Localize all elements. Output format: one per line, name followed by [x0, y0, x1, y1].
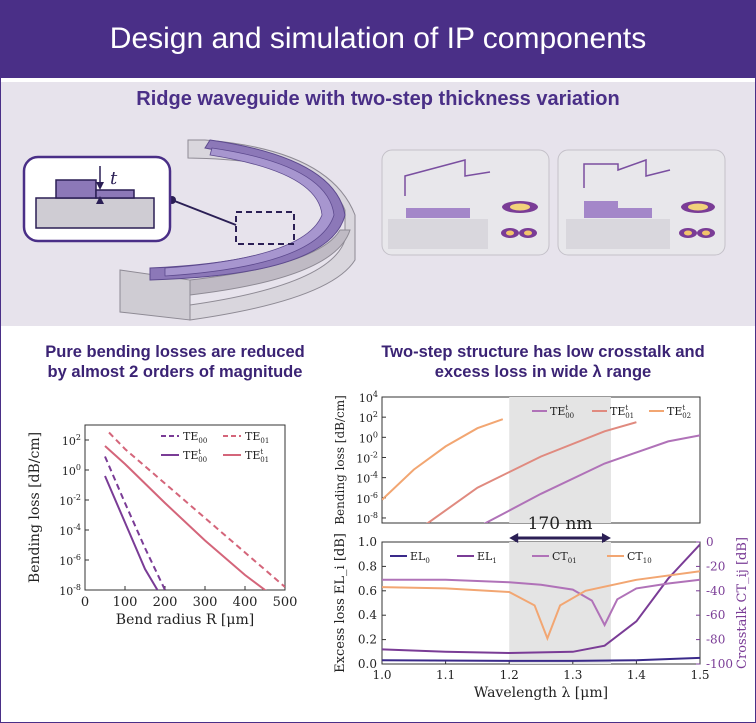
left-panel-heading: Pure bending losses are reduced by almos… — [10, 342, 340, 382]
left-heading-line1: Pure bending losses are reduced — [45, 343, 305, 361]
y-tick-label: 0.4 — [358, 608, 377, 622]
chart-bending-loss-wavelength: 104 102 100 10-2 10-4 10-6 10-8 Bending loss [d… — [333, 390, 701, 534]
x-tick-label: 1.0 — [372, 668, 391, 682]
x-tick-label: 1.5 — [690, 668, 709, 682]
series-line-CT01 — [382, 578, 700, 628]
y-axis-label: Excess loss EL_i [dB] — [333, 533, 348, 673]
x-tick-label: 400 — [233, 595, 258, 610]
x-tick-label: 1.3 — [563, 668, 582, 682]
x-axis-label: Bend radius R [μm] — [116, 612, 254, 628]
series-group — [104, 431, 285, 590]
y-tick-label: 104 — [359, 390, 378, 405]
y-tick-label: 10-8 — [59, 583, 81, 598]
mode-card-two-step — [557, 149, 726, 256]
series-line-EL0 — [382, 656, 700, 662]
ridge-title: Ridge waveguide with two-step thickness … — [136, 88, 620, 110]
y2-tick-label: -20 — [706, 559, 725, 573]
y-tick-label: 102 — [359, 410, 378, 425]
series-line-TE01 — [108, 431, 285, 588]
series-group — [382, 418, 700, 523]
y-tick-label: 10-4 — [356, 471, 378, 486]
x-tick-label: 0 — [81, 595, 89, 610]
x-tick-label: 200 — [153, 595, 178, 610]
zoom-region-box — [235, 211, 295, 245]
right-panel-heading: Two-step structure has low crosstalk and… — [338, 342, 748, 382]
legend-label-CT01: CT01 — [552, 550, 577, 565]
x-tick-label: 1.2 — [500, 668, 519, 682]
y-tick-label: 10-6 — [59, 553, 81, 568]
series-line-TEt01 — [426, 421, 637, 523]
arrow-head-right-icon — [601, 533, 611, 543]
header-title-bar: Design and simulation of IP components — [0, 0, 756, 78]
band-width-label: 170 nm — [528, 514, 593, 534]
legend-label-EL1: EL1 — [477, 550, 497, 565]
y-tick-label: 0.8 — [358, 559, 377, 573]
thickness-label: t — [110, 168, 118, 189]
x-tick-label: 100 — [113, 595, 138, 610]
y2-tick-label: -40 — [706, 584, 725, 598]
y-tick-label: 10-2 — [356, 450, 378, 465]
y-tick-label: 102 — [62, 433, 81, 448]
y-tick-label: 0.2 — [358, 633, 377, 647]
mode-card-single-step — [381, 149, 550, 256]
right-heading-line1: Two-step structure has low crosstalk and — [381, 343, 705, 361]
y2-tick-label: -60 — [706, 608, 725, 622]
series-line-EL1 — [382, 543, 700, 655]
x-tick-label: 1.4 — [627, 668, 646, 682]
y-tick-label: 10-6 — [356, 491, 378, 506]
series-line-TEt01 — [104, 445, 267, 590]
series-line-TEt00 — [104, 475, 159, 590]
x-tick-label: 500 — [273, 595, 298, 610]
header-title: Design and simulation of IP components — [109, 22, 647, 55]
series-line-TE00 — [104, 456, 167, 590]
series-group — [382, 543, 700, 662]
y2-tick-label: 0 — [706, 535, 714, 549]
y2-tick-label: -100 — [706, 657, 733, 671]
arrow-head-left-icon — [509, 533, 519, 543]
y-tick-label: 100 — [62, 463, 81, 478]
y-tick-label: 100 — [359, 430, 378, 445]
y-tick-label: 10-2 — [59, 493, 81, 508]
cross-section-callout: t — [22, 155, 237, 243]
y-axis-label: Bending loss [dB/cm] — [27, 432, 43, 583]
y-tick-label: 1.0 — [358, 535, 377, 549]
right-heading-line2: excess loss in wide λ range — [434, 363, 652, 381]
series-line-TEt02 — [382, 418, 504, 501]
y-axis-label: Bending loss [dB/cm] — [333, 395, 347, 525]
y-tick-label: 0.0 — [358, 657, 377, 671]
y2-tick-label: -80 — [706, 633, 725, 647]
y2-axis-label: Crosstalk CT_ij [dB] — [735, 537, 750, 669]
y-tick-label: 10-4 — [59, 523, 81, 538]
left-heading-line2: by almost 2 orders of magnitude — [47, 363, 303, 381]
bent-waveguide-drawing — [119, 139, 356, 321]
y-tick-label: 10-8 — [356, 511, 378, 526]
x-axis-label: Wavelength λ [μm] — [474, 685, 608, 701]
legend-label-CT10: CT10 — [627, 550, 652, 565]
y-tick-label: 0.6 — [358, 584, 377, 598]
legend-label-TE01: TE01 — [245, 430, 269, 445]
series-line-TEt00 — [483, 434, 700, 523]
x-tick-label: 1.1 — [436, 668, 455, 682]
legend-label-EL0: EL0 — [410, 550, 430, 565]
legend-label-TE00: TE00 — [183, 430, 207, 445]
x-tick-label: 300 — [193, 595, 218, 610]
chart-excess-loss-crosstalk: 1.0 1.1 1.2 1.3 1.4 1.5 1.0 0.8 0.6 0.4 0.2 0.0 0 -20… — [333, 533, 750, 701]
series-line-CT10 — [382, 570, 700, 642]
